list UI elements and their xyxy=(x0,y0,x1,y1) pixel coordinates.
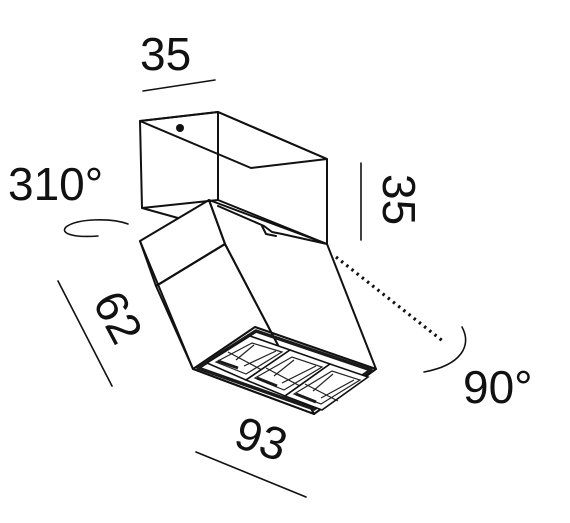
lens-bezel xyxy=(192,326,377,415)
spotlight-head xyxy=(139,199,377,415)
dim-head-depth: 62 xyxy=(83,282,153,352)
dim-head-length: 93 xyxy=(229,406,294,471)
mount-screw-hole xyxy=(176,124,184,132)
lens-bezel-shadow xyxy=(196,329,373,411)
dim-tilt-angle: 90° xyxy=(463,361,533,413)
dim-line-head-length xyxy=(195,451,307,498)
rotation-arc xyxy=(63,219,129,238)
dim-mount-height: 35 xyxy=(373,174,425,225)
dim-line-head-depth xyxy=(57,280,113,387)
swivel-connector xyxy=(141,205,328,245)
lens-cell-1 xyxy=(205,335,292,381)
dim-rotation-horizontal: 310° xyxy=(8,158,103,210)
tilt-arc xyxy=(423,326,467,373)
tilt-axis-dotted xyxy=(335,255,445,344)
mount-top-face xyxy=(139,111,328,169)
dim-line-mount-width xyxy=(142,79,216,92)
lens-cell-3 xyxy=(283,363,370,411)
head-edge-outer xyxy=(139,240,194,370)
dim-mount-width: 35 xyxy=(140,28,191,80)
